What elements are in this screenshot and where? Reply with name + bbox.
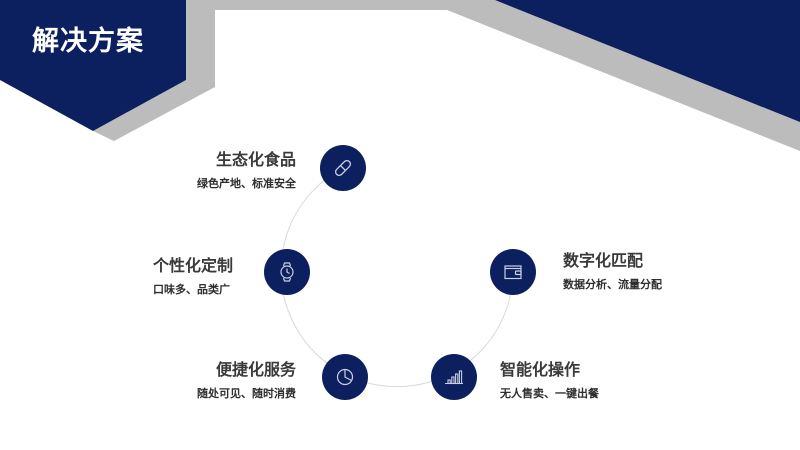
item-title: 数字化匹配 [563, 251, 644, 270]
node-custom [264, 249, 310, 295]
node-service [322, 354, 368, 400]
item-subtitle: 数据分析、流量分配 [563, 278, 662, 291]
item-subtitle: 口味多、品类广 [153, 283, 230, 296]
item-subtitle: 随处可见、随时消费 [197, 387, 296, 400]
item-title: 智能化操作 [500, 360, 581, 379]
corner-accent-shape [495, 0, 800, 122]
item-service: 便捷化服务 随处可见、随时消费 [197, 360, 296, 401]
pie-chart-icon [336, 368, 354, 386]
node-eco-food [320, 145, 366, 191]
bar-signal-icon [445, 370, 463, 385]
node-digital [490, 249, 536, 295]
item-title: 便捷化服务 [215, 360, 296, 379]
item-eco-food: 生态化食品 绿色产地、标准安全 [197, 150, 296, 191]
header-title-shape [0, 0, 186, 131]
item-title: 个性化定制 [153, 256, 234, 275]
capsule-icon [334, 159, 352, 177]
connector-arc [280, 167, 514, 388]
item-custom: 个性化定制 口味多、品类广 [153, 256, 233, 297]
item-title: 生态化食品 [215, 150, 296, 169]
item-smart: 智能化操作 无人售卖、一键出餐 [500, 360, 599, 401]
item-digital: 数字化匹配 数据分析、流量分配 [563, 251, 662, 292]
header-shadow-shape [93, 0, 447, 141]
item-subtitle: 无人售卖、一键出餐 [500, 387, 599, 400]
node-smart [431, 354, 477, 400]
watch-icon [280, 262, 294, 282]
page-title: 解决方案 [32, 26, 144, 57]
item-subtitle: 绿色产地、标准安全 [197, 177, 296, 190]
wallet-icon [504, 265, 522, 280]
